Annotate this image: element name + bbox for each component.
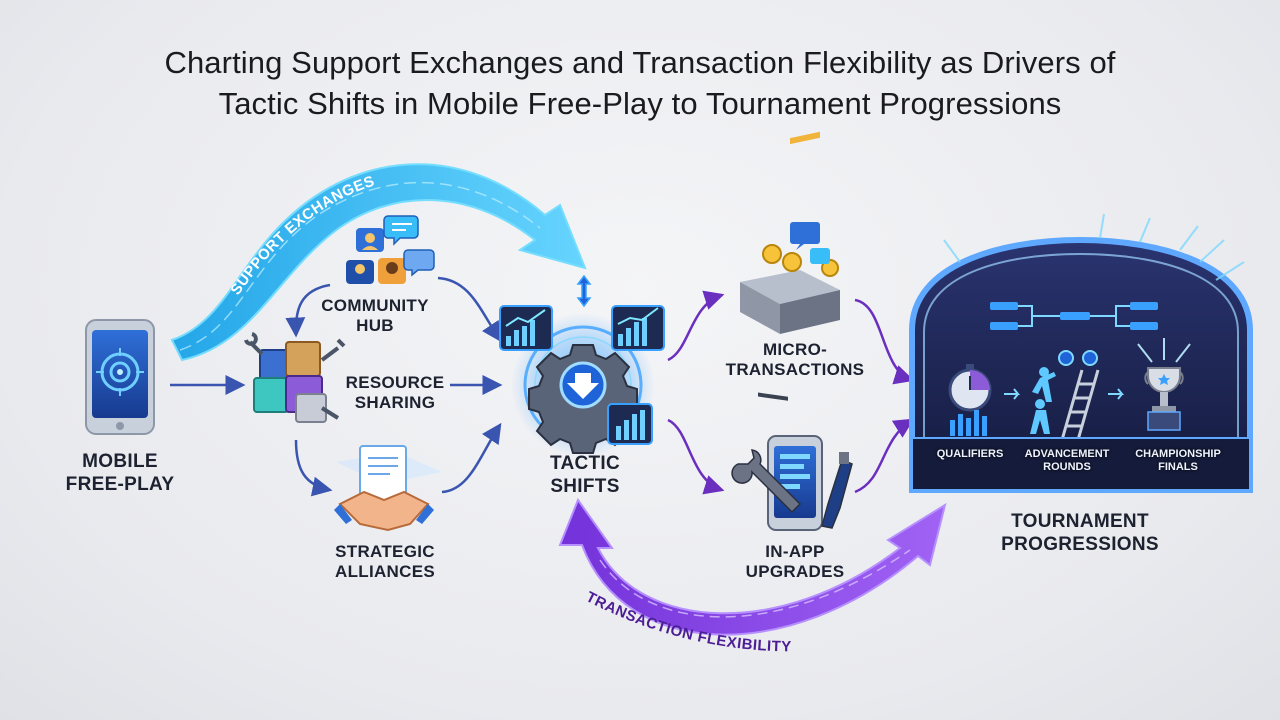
micro-transactions-label: MICRO- TRANSACTIONS — [725, 340, 865, 379]
phone-wrench-icon — [731, 435, 853, 531]
mobile-free-play-label: MOBILE FREE-PLAY — [65, 451, 175, 495]
people-chat-icon — [346, 215, 435, 284]
connector-tactic-micro — [667, 290, 725, 362]
tournament-progressions-label: TOURNAMENT PROGRESSIONS — [1001, 511, 1159, 555]
connector-resource-alliances — [294, 439, 333, 497]
connectors — [170, 276, 503, 497]
strategic-alliances-label: STRATEGIC ALLIANCES — [335, 542, 435, 581]
connector-micro-tournament — [854, 298, 915, 385]
connector-community-resource — [285, 283, 331, 338]
tactic-shifts-label: TACTIC SHIFTS — [549, 453, 621, 497]
purple-connectors — [667, 290, 915, 495]
in-app-upgrades-label: IN-APP UPGRADES — [745, 542, 845, 581]
connector-community-tactic — [437, 276, 502, 343]
connector-tactic-upgrades — [667, 418, 725, 495]
transaction-flexibility-arrow — [558, 497, 947, 636]
stage-championship-label: CHAMPIONSHIP FINALS — [1135, 448, 1221, 473]
stage-qualifiers-label: QUALIFIERS — [936, 448, 1004, 460]
crates-tools-icon — [244, 332, 346, 423]
title-line-1: Charting Support Exchanges and Transacti… — [164, 45, 1116, 80]
stage-advancement-label: ADVANCEMENT ROUNDS — [1024, 448, 1110, 473]
gear-charts-icon — [499, 274, 665, 457]
support-exchanges-arrow — [170, 163, 587, 362]
connector-alliances-tactic — [441, 422, 502, 494]
page-title: Charting Support Exchanges and Transacti… — [0, 42, 1280, 124]
resource-sharing-label: RESOURCE SHARING — [345, 373, 445, 412]
coin-register-icon — [740, 131, 840, 401]
community-hub-label: COMMUNITY HUB — [321, 296, 429, 335]
handshake-document-icon — [334, 445, 442, 532]
connector-upgrades-tournament — [854, 418, 915, 494]
title-line-2: Tactic Shifts in Mobile Free-Play to Tou… — [218, 86, 1062, 121]
smartphone-target-icon — [85, 319, 155, 435]
arena-bracket-icon — [909, 213, 1253, 493]
